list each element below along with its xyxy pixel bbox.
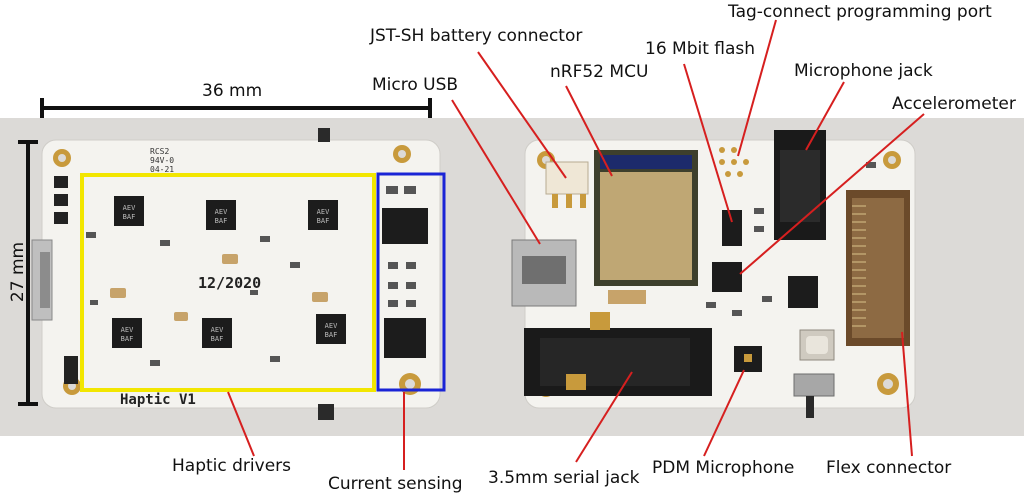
callout-serial-jack: 3.5mm serial jack [488,468,640,488]
leader-pdm [703,369,745,457]
leader-tag-connect [737,19,777,157]
height-dimension-label: 27 mm [8,241,29,303]
leader-jst [477,51,567,179]
current-sense-chip [382,208,428,244]
svg-text:BAF: BAF [123,213,136,221]
width-dimension [40,98,432,118]
leader-lines [227,19,925,470]
callout-jst-battery: JST-SH battery connector [370,26,583,46]
right-board [511,130,916,418]
callout-micro-usb: Micro USB [372,75,459,95]
svg-text:AEV: AEV [215,208,228,216]
haptic-drivers-box [80,173,376,392]
haptic-driver-chip: AEV BAF [316,314,346,344]
callout-haptic-drivers: Haptic drivers [172,456,291,476]
silkscreen-rev: RCS2 [150,147,169,156]
flash-chip [722,210,742,246]
callout-mic-jack: Microphone jack [794,61,933,81]
silkscreen-name: Haptic V1 [120,392,196,408]
svg-text:BAF: BAF [211,335,224,343]
leader-mic-jack [805,81,845,151]
left-board: AEV BAF AEV BAF AEV BAF AEV BAF AEV BAF … [31,128,446,420]
svg-text:BAF: BAF [121,335,134,343]
haptic-driver-chip: AEV BAF [308,200,338,230]
haptic-driver-chip: AEV BAF [206,200,236,230]
svg-text:BAF: BAF [325,331,338,339]
svg-text:BAF: BAF [215,217,228,225]
haptic-driver-chip: AEV BAF [112,318,142,348]
callout-current-sensing: Current sensing [328,474,463,494]
svg-text:AEV: AEV [317,208,330,216]
width-dimension-label: 36 mm [202,81,263,101]
callout-nrf52: nRF52 MCU [550,62,649,82]
callout-accelerometer: Accelerometer [892,94,1016,114]
current-sensing-box [376,172,446,392]
leader-haptic [227,391,255,457]
svg-text:04-21: 04-21 [150,165,174,174]
callout-pdm-mic: PDM Microphone [652,458,795,478]
leader-nrf52 [565,85,613,177]
slide-switch [793,373,835,397]
leader-accelerometer [739,113,925,275]
accelerometer-chip [712,262,742,292]
svg-text:AEV: AEV [123,204,136,212]
bottom-connector [318,404,334,420]
svg-text:AEV: AEV [211,326,224,334]
svg-text:AEV: AEV [325,322,338,330]
haptic-driver-chip: AEV BAF [202,318,232,348]
top-switch [318,128,330,142]
svg-text:AEV: AEV [121,326,134,334]
haptic-driver-chip: AEV BAF [114,196,144,226]
left-usb-inner [40,252,50,308]
leader-flex [901,331,913,457]
current-sense-chip [384,318,426,358]
leader-flash [683,63,733,223]
svg-text:94V-0: 94V-0 [150,156,174,165]
height-dimension [18,140,38,406]
leader-micro-usb [451,99,541,245]
callout-flash: 16 Mbit flash [645,39,756,59]
leader-serial-jack [575,371,633,463]
svg-text:BAF: BAF [317,217,330,225]
callout-tag-connect: Tag-connect programming port [728,2,992,22]
jst-connector [545,161,589,195]
silkscreen-date: 12/2020 [198,274,261,292]
callout-flex-connector: Flex connector [826,458,952,478]
